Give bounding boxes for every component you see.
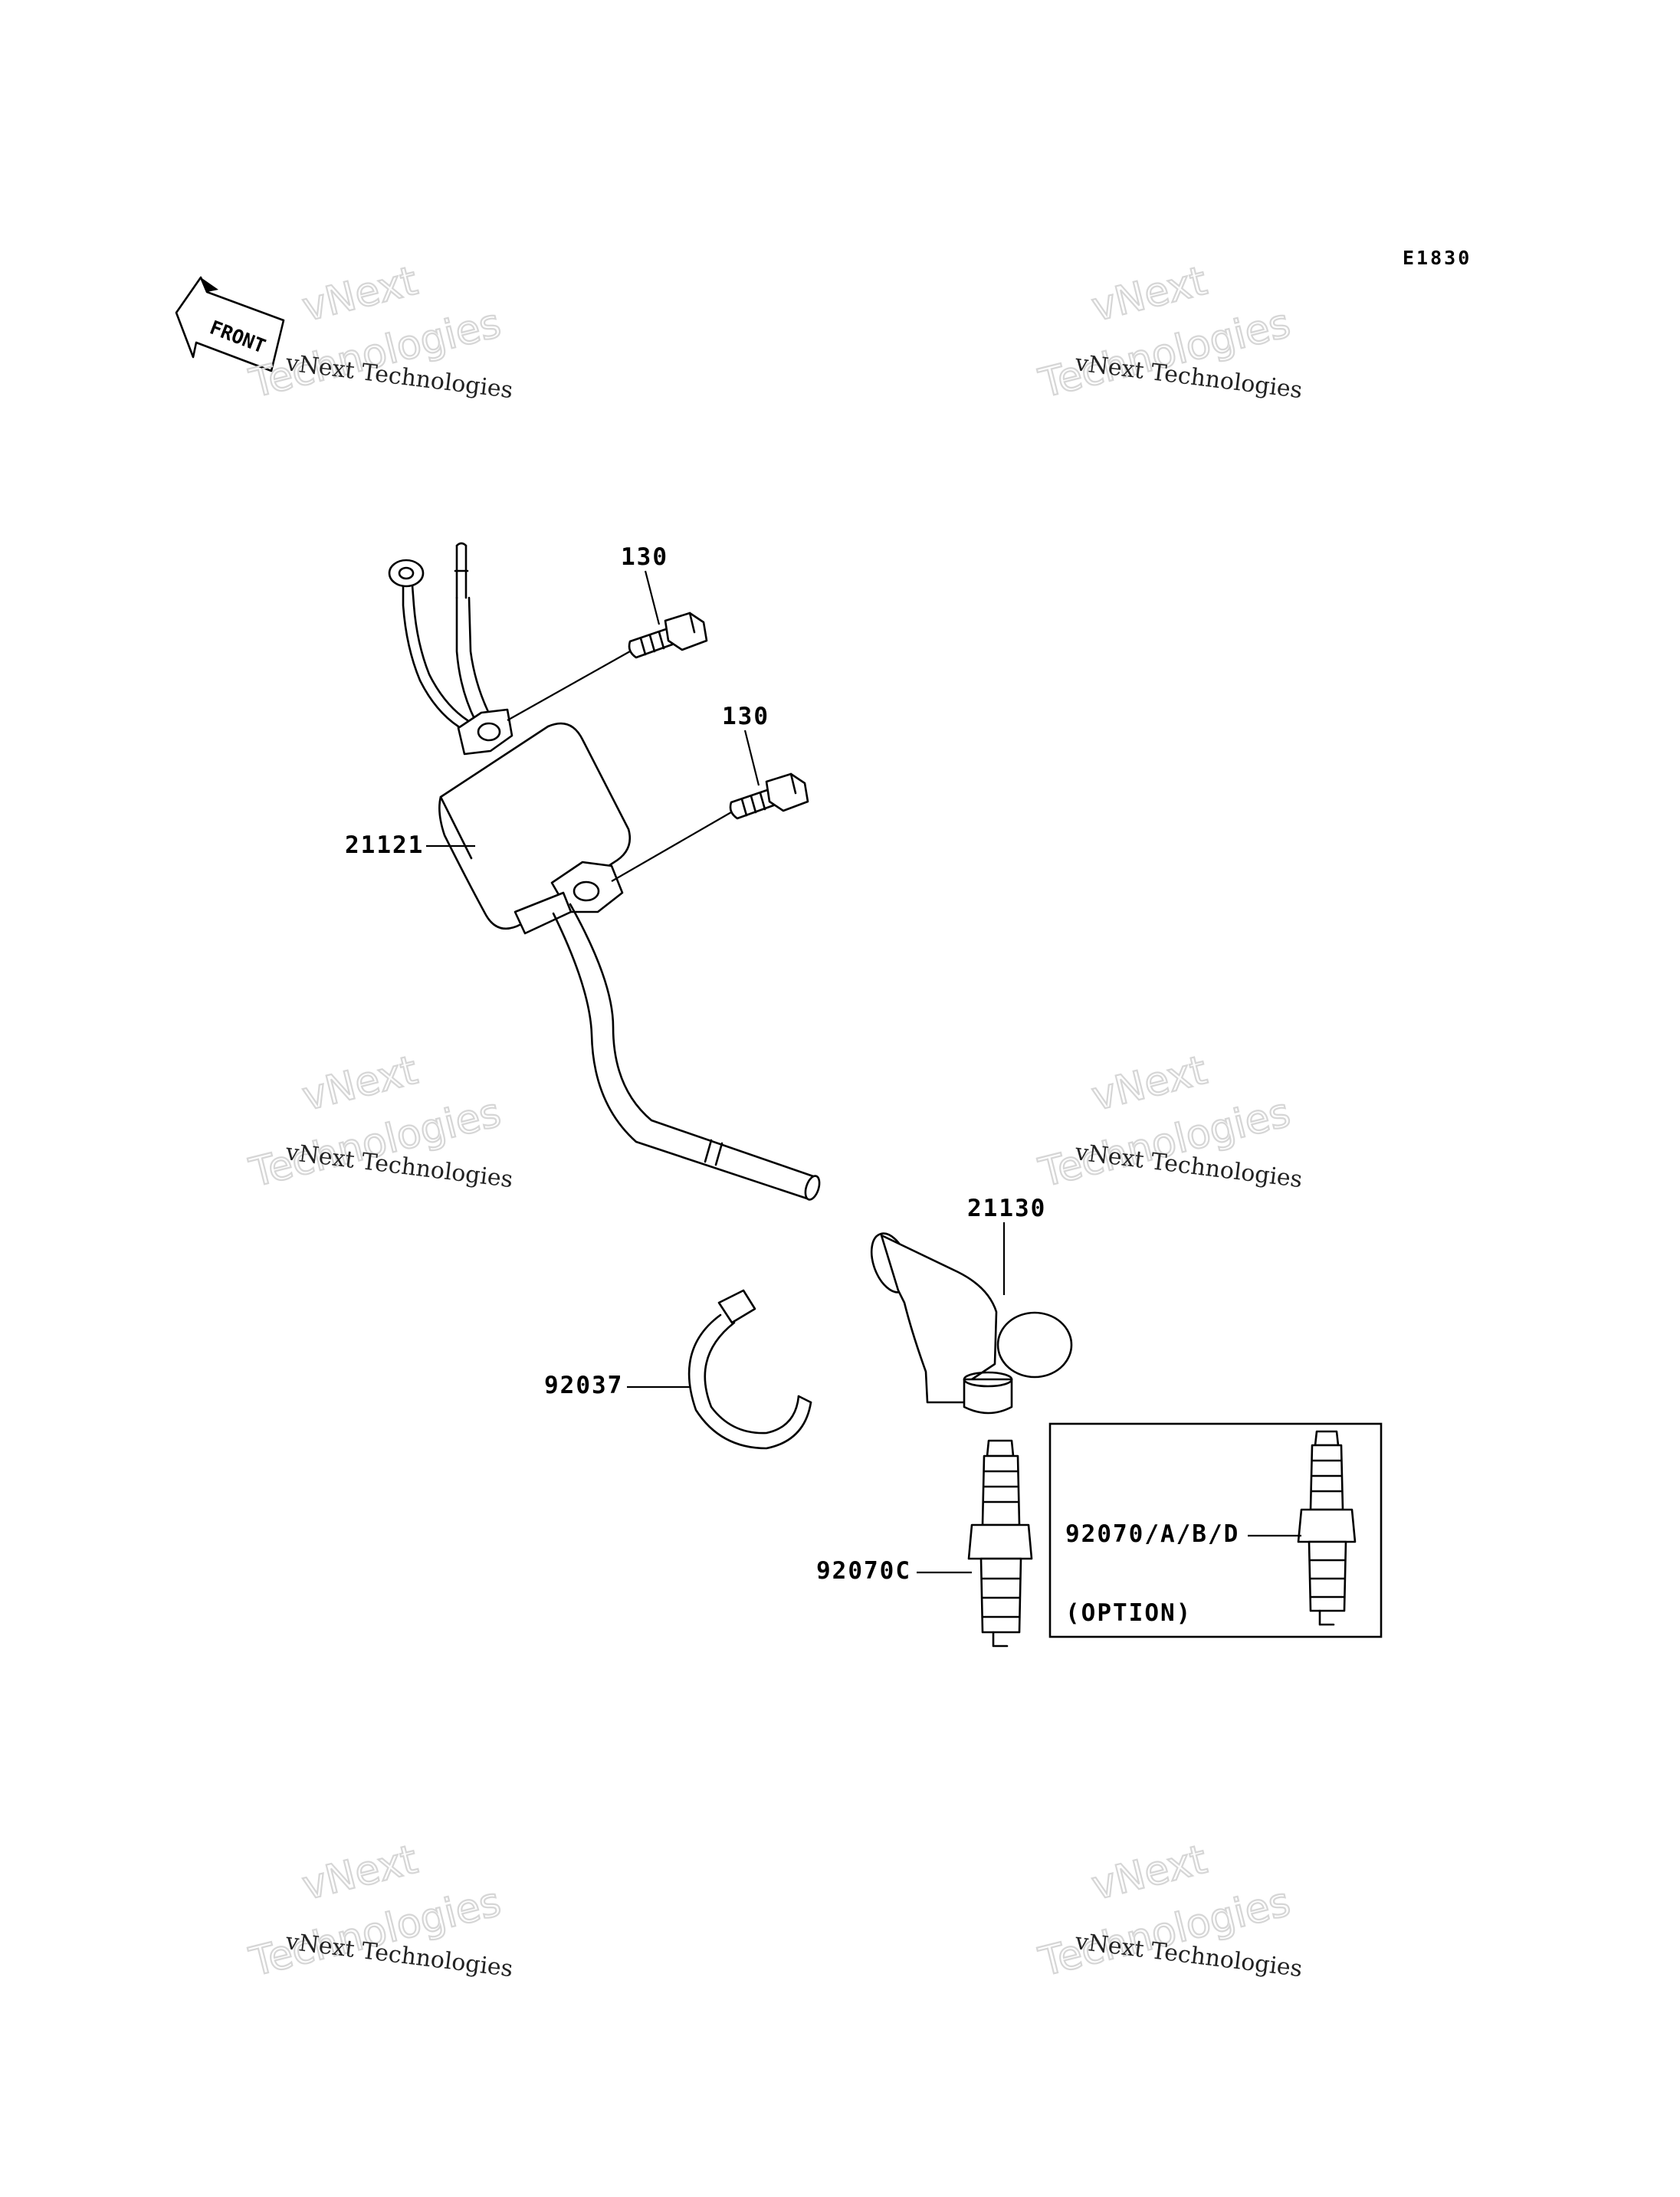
option-box: 92070/A/B/D (OPTION) bbox=[1048, 1422, 1383, 1638]
watermark-large-line1: vNext bbox=[298, 1837, 422, 1910]
option-note: (OPTION) bbox=[1065, 1599, 1192, 1627]
watermark: vNext Technologies vNext Technologies bbox=[1034, 1836, 1304, 1987]
watermark: vNext Technologies vNext Technologies bbox=[244, 1047, 514, 1198]
bolt-upper-drawing bbox=[628, 612, 708, 659]
plug-cap-label: 21130 bbox=[967, 1195, 1046, 1222]
watermark: vNext Technologies vNext Technologies bbox=[1034, 1047, 1304, 1198]
band-label: 92037 bbox=[544, 1372, 623, 1399]
front-arrow-icon: FRONT bbox=[175, 276, 285, 372]
spark-plug-label: 92070C bbox=[816, 1557, 911, 1585]
bolt-upper-label: 130 bbox=[621, 543, 668, 571]
bolt-lower-label: 130 bbox=[722, 703, 769, 730]
spark-plug-option-drawing bbox=[1297, 1430, 1357, 1626]
spark-plug-drawing bbox=[967, 1439, 1033, 1648]
ignition-coil-label: 21121 bbox=[345, 831, 424, 859]
plug-cap-drawing bbox=[870, 1232, 1073, 1415]
watermark-large-line1: vNext bbox=[1088, 1837, 1212, 1910]
watermark-large-line1: vNext bbox=[1088, 258, 1212, 331]
bolt-lower-drawing bbox=[729, 772, 809, 820]
watermark: vNext Technologies vNext Technologies bbox=[244, 1836, 514, 1987]
spark-plug-option-label: 92070/A/B/D bbox=[1065, 1520, 1239, 1548]
watermark: vNext Technologies vNext Technologies bbox=[1034, 257, 1304, 408]
watermark-large-line1: vNext bbox=[298, 258, 422, 331]
ignition-coil-drawing bbox=[388, 542, 821, 1201]
watermark-large-line1: vNext bbox=[298, 1048, 422, 1120]
band-drawing bbox=[687, 1289, 812, 1450]
diagram-code: E1830 bbox=[1403, 247, 1472, 269]
watermark-large-line1: vNext bbox=[1088, 1048, 1212, 1120]
